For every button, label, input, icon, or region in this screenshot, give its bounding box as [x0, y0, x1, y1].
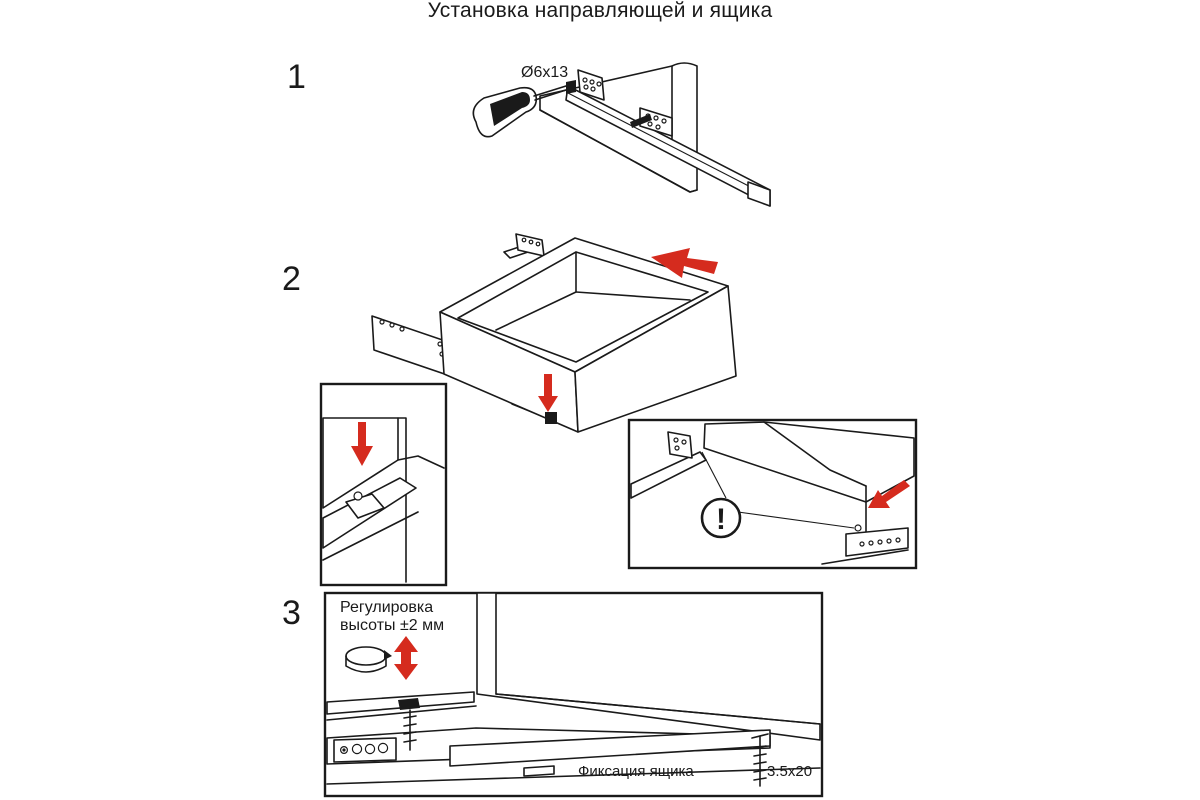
step-number-2: 2: [282, 260, 301, 298]
screw-icon: [398, 698, 420, 751]
drawer-runner: [565, 69, 771, 207]
height-adjust-label-line2: высоты ±2 мм: [340, 617, 444, 634]
down-arrow-icon: [351, 422, 373, 466]
fixation-label: Фиксация ящика: [578, 763, 694, 780]
push-direction-arrow-icon: [651, 248, 718, 278]
height-adjust-arrow-icon: [394, 636, 418, 680]
down-arrow-icon: [538, 374, 558, 412]
step-number-3: 3: [282, 594, 301, 632]
screwdriver-icon: [472, 85, 567, 138]
step2-illustration: !: [319, 233, 918, 587]
screw-icon: [751, 733, 769, 787]
page-title: Установка направляющей и ящика: [427, 0, 773, 22]
step1-illustration: Ø6x13: [472, 62, 771, 207]
step-number-1: 1: [287, 58, 306, 96]
screw-icon: [545, 412, 557, 424]
fixation-screw-size: 3.5x20: [767, 763, 812, 780]
rear-runner: [503, 233, 545, 259]
step3-illustration: Регулировка высоты ±2 мм Фиксация ящика …: [323, 591, 824, 798]
rotate-icon: [345, 646, 392, 673]
detail-box-left: [319, 382, 448, 587]
warning-symbol: !: [716, 503, 726, 536]
screw-icon: [630, 114, 652, 128]
warning-icon: !: [700, 497, 742, 539]
height-adjust-label-line1: Регулировка: [340, 599, 433, 616]
screw-size-label: Ø6x13: [521, 64, 568, 81]
detail-box-right: !: [627, 418, 918, 570]
left-arrow-icon: [868, 480, 910, 508]
screw-icon: [566, 80, 576, 94]
mounting-plate: [333, 737, 397, 763]
